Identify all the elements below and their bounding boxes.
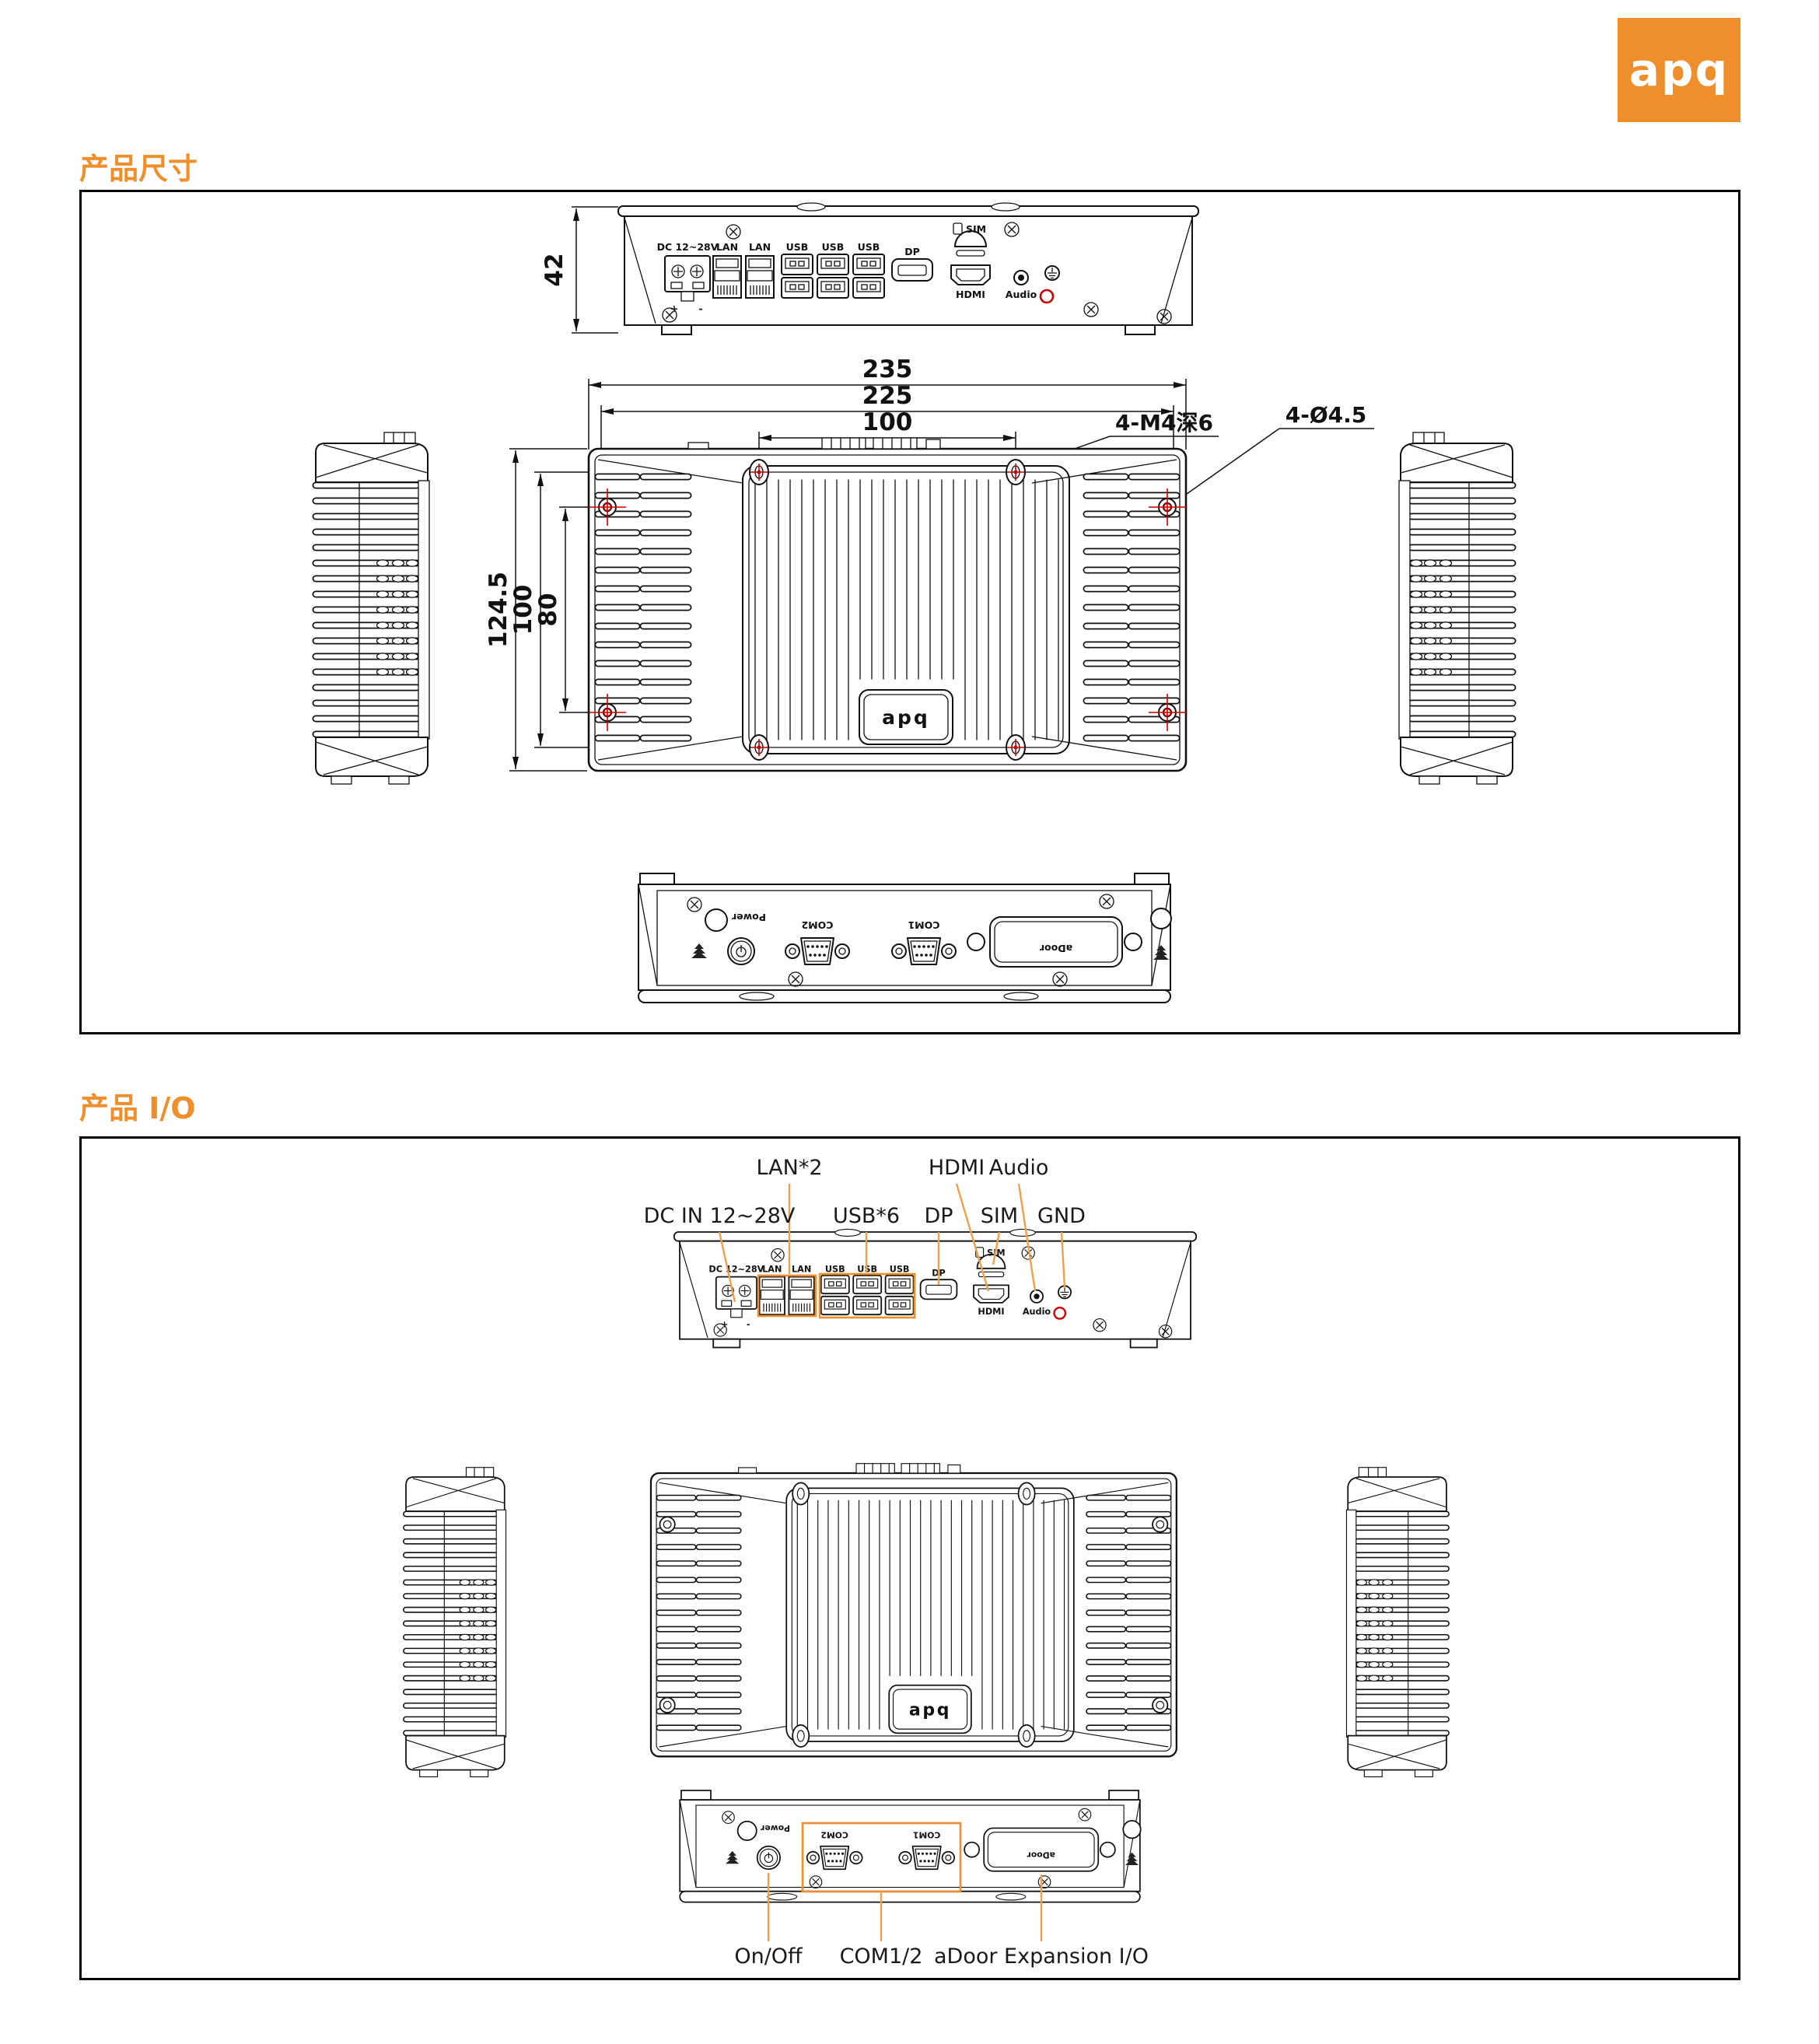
annotation-dia45: 4-Ø4.5 (1173, 402, 1374, 504)
dim-horizontal-group: 235 225 100 (588, 355, 1187, 466)
rear-label-adoor: aDoor (1039, 943, 1072, 954)
io-label-lan2: LAN*2 (756, 1156, 822, 1180)
dim-42-group: 42 (540, 206, 618, 334)
io-label-audio: Audio (989, 1156, 1049, 1180)
port-label-lan-1: LAN (716, 241, 738, 253)
io-label-dc-in: DC IN 12~28V (644, 1204, 796, 1228)
rear-label-com1: COM1 (913, 1830, 940, 1840)
io-label-dp: DP (924, 1204, 953, 1228)
port-label-usb-1: USB (825, 1264, 845, 1274)
io-drawing: DC 12~28V LAN LAN USB USB USB DP HDMI Au… (82, 1156, 1737, 1969)
rear-label-power: Power (760, 1823, 790, 1833)
port-label-hdmi: HDMI (978, 1307, 1004, 1317)
dim-80: 80 (534, 593, 562, 626)
section-title-io: 产品 I/O (79, 1091, 196, 1125)
dim-225: 225 (862, 382, 913, 410)
dim-42: 42 (540, 253, 568, 286)
brand-logo: apq (1618, 18, 1740, 122)
brand-logo-text: apq (1628, 44, 1730, 96)
dc-minus-label: - (747, 1319, 750, 1329)
port-label-usb-1: USB (786, 241, 809, 253)
port-label-dc: DC 12~28V (708, 1264, 764, 1274)
dimensions-panel: DC 12~28V LAN LAN USB USB USB DP HDMI Au… (79, 190, 1740, 1034)
rear-label-com1: COM1 (908, 919, 940, 931)
port-label-lan-2: LAN (792, 1264, 811, 1274)
dc-plus-label: + (670, 303, 678, 314)
io-label-com12: COM1/2 (840, 1944, 923, 1969)
dim-124-5: 124.5 (484, 572, 512, 648)
io-label-onoff: On/Off (734, 1944, 803, 1969)
port-label-sim: SIM (966, 223, 986, 235)
bottom-leader-lines (767, 1873, 1043, 1941)
side-view-right-io (1346, 1468, 1446, 1777)
port-label-dc: DC 12~28V (657, 241, 719, 253)
rear-label-com2: COM2 (820, 1830, 848, 1840)
port-label-dp: DP (904, 246, 920, 257)
rear-label-power: Power (731, 912, 766, 923)
dim-100-horizontal: 100 (862, 408, 913, 436)
io-label-adoor-expansion: aDoor Expansion I/O (934, 1944, 1149, 1969)
dc-plus-label: + (721, 1319, 728, 1329)
annotation-dia45-text: 4-Ø4.5 (1286, 402, 1367, 428)
front-view: apq (589, 438, 1186, 771)
io-label-hdmi: HDMI (929, 1156, 985, 1180)
annotation-m4-text: 4-M4深6 (1115, 410, 1213, 436)
front-view-io: apq (651, 1464, 1177, 1757)
port-label-usb-3: USB (890, 1264, 910, 1274)
dc-minus-label: - (698, 303, 702, 314)
bottom-view-io: Power COM2 COM1 aDoor (680, 1790, 1141, 1902)
port-label-lan-1: LAN (762, 1264, 782, 1274)
dim-235: 235 (862, 355, 913, 383)
device-logo-plate-text: apq (882, 706, 930, 729)
top-view-io: DC 12~28V LAN LAN USB USB USB DP HDMI Au… (674, 1229, 1196, 1347)
port-label-usb-2: USB (822, 241, 845, 253)
sim-icon (953, 222, 963, 235)
sim-icon (975, 1247, 985, 1258)
io-leader-lines (718, 1183, 1066, 1303)
usb-highlight-box (818, 1272, 916, 1319)
io-label-usb6: USB*6 (833, 1204, 900, 1228)
rear-label-adoor: aDoor (1027, 1850, 1055, 1860)
port-label-audio: Audio (1023, 1307, 1051, 1317)
side-view-left (316, 432, 429, 784)
io-section-panel: DC 12~28V LAN LAN USB USB USB DP HDMI Au… (79, 1136, 1740, 1980)
io-label-sim: SIM (981, 1204, 1018, 1228)
section-title-dimensions: 产品尺寸 (79, 152, 198, 186)
device-logo-plate-text: apq (909, 1701, 951, 1720)
dim-100-vertical: 100 (509, 585, 537, 635)
bottom-view: Power COM2 COM1 aDoor (638, 873, 1171, 1003)
rear-label-com2: COM2 (802, 919, 834, 931)
port-label-audio: Audio (1006, 289, 1037, 300)
side-view-left-io (406, 1468, 505, 1777)
lan-highlight-box (757, 1274, 817, 1318)
port-label-hdmi: HDMI (956, 289, 985, 300)
io-label-gnd: GND (1037, 1204, 1086, 1228)
top-view: DC 12~28V LAN LAN USB USB USB DP HDMI Au… (618, 203, 1198, 334)
side-view-right (1399, 432, 1513, 784)
dimensions-drawing: DC 12~28V LAN LAN USB USB USB DP HDMI Au… (82, 192, 1737, 1031)
port-label-lan-2: LAN (749, 241, 771, 253)
port-label-usb-3: USB (858, 241, 880, 253)
